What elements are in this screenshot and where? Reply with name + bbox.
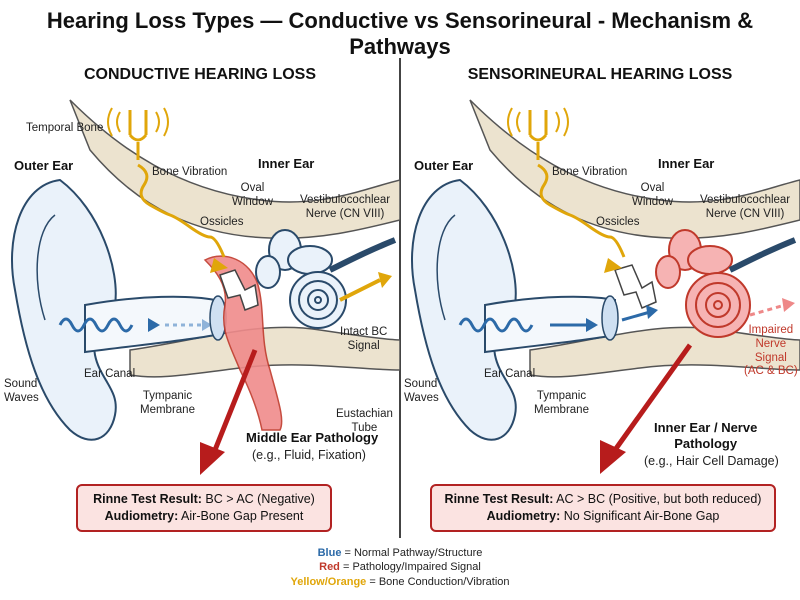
label-intact-bc: Intact BC Signal bbox=[340, 326, 388, 352]
pathology-arrow bbox=[212, 349, 258, 451]
legend-key: Yellow/Orange bbox=[290, 575, 367, 588]
sensorineural-ear-diagram bbox=[411, 99, 800, 474]
label-tympanic-membrane: Tympanic Membrane bbox=[534, 390, 589, 416]
bone-vibration-wave bbox=[137, 163, 226, 258]
sensorineural-rinne-line: Rinne Test Result: AC > BC (Positive, bu… bbox=[445, 491, 762, 509]
label-sound-waves: Sound Waves bbox=[4, 378, 39, 404]
label-pathology-detail: (e.g., Hair Cell Damage) bbox=[644, 454, 779, 468]
legend-text: = Normal Pathway/Structure bbox=[341, 547, 483, 559]
tuning-fork bbox=[507, 107, 569, 160]
tuning-fork bbox=[107, 107, 169, 160]
label-pathology-title: Middle Ear Pathology bbox=[246, 430, 379, 445]
sound-wave bbox=[58, 317, 134, 333]
pathology-arrow bbox=[612, 343, 693, 452]
sensorineural-audiometry-line: Audiometry: No Significant Air-Bone Gap bbox=[487, 508, 720, 526]
conductive-heading: CONDUCTIVE HEARING LOSS bbox=[83, 66, 316, 83]
conductive-rinne-line: Rinne Test Result: BC > AC (Negative) bbox=[93, 491, 315, 509]
label-eustachian-tube: Eustachian Tube bbox=[336, 408, 393, 434]
sensorineural-panel: Outer Ear Bone Vibration Inner Ear Oval … bbox=[400, 90, 800, 530]
label-inner-ear: Inner Ear bbox=[258, 156, 315, 171]
intact-bc-arrow bbox=[339, 278, 381, 302]
impaired-signal-arrow bbox=[749, 303, 786, 317]
inner-ear-damaged bbox=[655, 229, 751, 338]
nerve bbox=[728, 237, 797, 273]
sensorineural-result-box: Rinne Test Result: AC > BC (Positive, bu… bbox=[430, 484, 776, 532]
label-outer-ear: Outer Ear bbox=[14, 158, 74, 173]
label-pathology-title: Inner Ear / Nerve Pathology bbox=[654, 420, 758, 451]
inner-ear bbox=[255, 229, 347, 329]
middle-ear-red bbox=[203, 255, 283, 431]
label-temporal-bone: Temporal Bone bbox=[26, 122, 104, 134]
conductive-audiometry-line: Audiometry: Air-Bone Gap Present bbox=[105, 508, 304, 526]
label-bone-vibration: Bone Vibration bbox=[552, 166, 628, 178]
audiometry-label: Audiometry: bbox=[104, 509, 179, 523]
pinna bbox=[11, 178, 117, 441]
nerve bbox=[328, 237, 397, 273]
label-nerve: Vestibulocochlear Nerve (CN VIII) bbox=[700, 194, 791, 220]
ossicles bbox=[614, 264, 657, 309]
rinne-label: Rinne Test Result: bbox=[444, 491, 554, 506]
audiometry-label: Audiometry: bbox=[486, 509, 561, 523]
panel-divider bbox=[399, 58, 401, 538]
ossicles bbox=[219, 269, 259, 311]
bone-vibration-wave bbox=[537, 163, 626, 258]
legend-item-red: Red = Pathology/Impaired Signal bbox=[0, 560, 800, 574]
legend-item-blue: Blue = Normal Pathway/Structure bbox=[0, 546, 800, 560]
tympanic-membrane bbox=[601, 295, 619, 341]
legend-item-yellow: Yellow/Orange = Bone Conduction/Vibratio… bbox=[0, 575, 800, 589]
label-ear-canal: Ear Canal bbox=[484, 368, 536, 380]
label-impaired-signal: Impaired Nerve Signal (AC & BC) bbox=[744, 324, 798, 378]
pinna bbox=[411, 178, 517, 441]
label-ear-canal: Ear Canal bbox=[84, 368, 136, 380]
legend-key: Blue bbox=[317, 547, 342, 559]
legend-text: = Bone Conduction/Vibration bbox=[366, 575, 510, 588]
rinne-label: Rinne Test Result: bbox=[93, 491, 202, 506]
conductive-ear-diagram bbox=[11, 99, 400, 475]
audiometry-value: No Significant Air-Bone Gap bbox=[560, 509, 720, 523]
legend-key: Red bbox=[319, 561, 340, 574]
label-ossicles: Ossicles bbox=[200, 216, 244, 228]
label-ossicles: Ossicles bbox=[596, 216, 640, 228]
label-outer-ear: Outer Ear bbox=[414, 158, 474, 173]
label-oval-window: Oval Window bbox=[232, 182, 273, 208]
rinne-value: AC > BC (Positive, but both reduced) bbox=[553, 491, 762, 506]
page-title: Hearing Loss Types — Conductive vs Senso… bbox=[46, 8, 754, 59]
audiometry-value: Air-Bone Gap Present bbox=[178, 509, 304, 523]
label-tympanic-membrane: Tympanic Membrane bbox=[140, 390, 195, 416]
conductive-panel: Temporal Bone Outer Ear Bone Vibration I… bbox=[0, 90, 400, 530]
sensorineural-heading: SENSORINEURAL HEARING LOSS bbox=[467, 66, 733, 83]
temporal-bone bbox=[69, 99, 400, 240]
legend: Blue = Normal Pathway/Structure Red = Pa… bbox=[0, 546, 800, 589]
rinne-value: BC > AC (Negative) bbox=[201, 491, 315, 506]
conductive-result-box: Rinne Test Result: BC > AC (Negative) Au… bbox=[76, 484, 332, 532]
label-pathology-detail: (e.g., Fluid, Fixation) bbox=[252, 448, 366, 462]
label-oval-window: Oval Window bbox=[632, 182, 673, 208]
legend-text: = Pathology/Impaired Signal bbox=[339, 561, 481, 574]
label-inner-ear: Inner Ear bbox=[658, 156, 715, 171]
label-bone-vibration: Bone Vibration bbox=[152, 166, 228, 178]
label-nerve: Vestibulocochlear Nerve (CN VIII) bbox=[300, 194, 391, 220]
sound-wave bbox=[458, 317, 534, 333]
label-sound-waves: Sound Waves bbox=[404, 378, 439, 404]
temporal-bone bbox=[469, 99, 800, 240]
